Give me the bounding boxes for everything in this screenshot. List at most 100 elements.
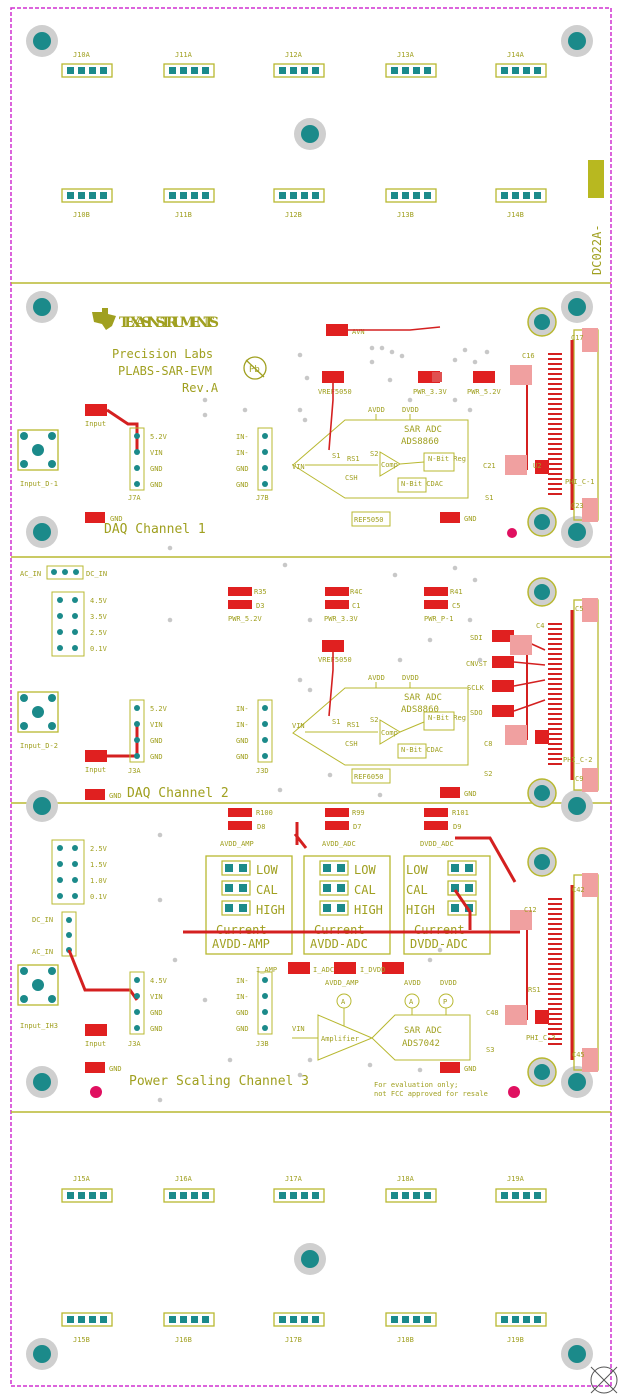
svg-text:AVDD_AMP: AVDD_AMP: [325, 979, 359, 987]
j7b-pin: IN-: [236, 449, 249, 457]
j7b-label: J7B: [256, 494, 269, 502]
svg-text:A: A: [341, 998, 346, 1006]
pin-header: [385, 1312, 437, 1327]
svg-text:PHI_C-1: PHI_C-1: [565, 478, 595, 486]
group-label: AVDD-AMP: [212, 937, 270, 951]
svg-text:C4: C4: [536, 622, 544, 630]
svg-text:2.5V: 2.5V: [90, 845, 108, 853]
pin-header: [385, 1188, 437, 1203]
svg-text:S1: S1: [485, 494, 493, 502]
input-label: Input: [85, 420, 106, 428]
svg-text:AC_IN: AC_IN: [32, 948, 53, 956]
svg-text:C8: C8: [484, 740, 492, 748]
svg-text:4.5V: 4.5V: [90, 597, 108, 605]
j7b-pin: IN-: [236, 433, 249, 441]
svg-text:GND: GND: [236, 1009, 249, 1017]
j7b-header: [257, 427, 273, 491]
channel3-title: Power Scaling Channel 3: [129, 1074, 309, 1089]
svg-text:VIN: VIN: [292, 463, 305, 471]
svg-text:GND: GND: [150, 1009, 163, 1017]
edge-connector-1: [505, 328, 599, 522]
selector-label: HIGH: [406, 903, 435, 917]
svg-text:4.5V: 4.5V: [150, 977, 168, 985]
svg-text:GND: GND: [150, 1025, 163, 1033]
current-label: Current: [216, 923, 267, 937]
svg-text:AVDD_AMP: AVDD_AMP: [220, 840, 254, 848]
j7a-header: [129, 427, 145, 491]
svg-text:R99: R99: [352, 809, 365, 817]
adc-block-1: AVDD DVDD SAR ADC ADS8860 Comp N-Bit Reg…: [292, 406, 469, 499]
vref-label: VREF5050: [318, 388, 352, 396]
selector-label: LOW: [354, 863, 376, 877]
selector-label: HIGH: [354, 903, 383, 917]
j7b-pin: GND: [236, 481, 249, 489]
pb-free-icon: Pb: [243, 356, 267, 380]
gnd-pad: [85, 512, 105, 523]
svg-text:Input: Input: [85, 766, 106, 774]
svg-text:RS1: RS1: [347, 455, 360, 463]
svg-text:I_DVDD: I_DVDD: [360, 966, 385, 974]
svg-text:C5: C5: [575, 605, 583, 613]
svg-text:2.5V: 2.5V: [90, 629, 108, 637]
board-outline: [10, 7, 612, 1387]
svg-text:C48: C48: [486, 1009, 499, 1017]
pin-header: [273, 1188, 325, 1203]
svg-text:C1: C1: [352, 602, 360, 610]
svg-text:0.1V: 0.1V: [90, 645, 108, 653]
header-label: J12A: [285, 51, 303, 59]
group-label: DVDD-ADC: [410, 937, 468, 951]
input-pad: [85, 404, 107, 416]
svg-text:AVDD: AVDD: [368, 406, 385, 414]
brand-text: TEXAS INSTRUMENTS: [119, 315, 219, 331]
svg-text:R41: R41: [450, 588, 463, 596]
svg-text:PHI_C-2: PHI_C-2: [563, 756, 593, 764]
svg-text:P: P: [443, 998, 447, 1006]
svg-text:J3A: J3A: [128, 1040, 141, 1048]
avn-pad: [326, 324, 348, 336]
ref5050-label: REF5050: [354, 516, 384, 524]
svg-text:Input_IH3: Input_IH3: [20, 1022, 58, 1030]
pin-header: [163, 1188, 215, 1203]
svg-text:S2: S2: [370, 450, 378, 458]
via-cluster: [157, 345, 490, 1103]
header-label: J13B: [397, 211, 414, 219]
svg-text:N-Bit Reg: N-Bit Reg: [428, 714, 466, 722]
pin-header: [495, 63, 547, 78]
channel2-section: AC_IN DC_IN 4.5V 3.5V 2.5V 0.1V Input_D-…: [17, 565, 599, 801]
svg-text:R100: R100: [256, 809, 273, 817]
svg-text:D8: D8: [257, 823, 265, 831]
svg-text:IN-: IN-: [236, 993, 249, 1001]
board-rev: Rev.A: [182, 381, 219, 395]
svg-text:Pb: Pb: [249, 365, 260, 375]
svg-text:3.5V: 3.5V: [90, 613, 108, 621]
svg-text:CSH: CSH: [345, 740, 358, 748]
svg-text:GND: GND: [150, 753, 163, 761]
svg-text:S2: S2: [484, 770, 492, 778]
header-label: J17A: [285, 1175, 303, 1183]
svg-text:DC_IN: DC_IN: [32, 916, 53, 924]
pin-header: [61, 1188, 113, 1203]
svg-text:REF6050: REF6050: [354, 773, 384, 781]
svg-text:SCLK: SCLK: [467, 684, 485, 692]
pin-header: [273, 63, 325, 78]
selector-label: CAL: [354, 883, 376, 897]
svg-text:C21: C21: [483, 462, 496, 470]
svg-text:5.2V: 5.2V: [150, 705, 168, 713]
header-label: J10B: [73, 211, 90, 219]
svg-text:RS1: RS1: [347, 721, 360, 729]
svg-text:Input: Input: [85, 1040, 106, 1048]
svg-text:GND: GND: [109, 792, 122, 800]
header-label: J15B: [73, 1336, 90, 1344]
svg-text:C17: C17: [571, 334, 584, 342]
svg-text:R101: R101: [452, 809, 469, 817]
svg-text:S3: S3: [486, 1046, 494, 1054]
svg-text:J3A: J3A: [128, 767, 141, 775]
svg-text:D7: D7: [353, 823, 361, 831]
svg-text:AVDD: AVDD: [404, 979, 421, 987]
board-id: DC022A-: [590, 224, 604, 275]
svg-text:VIN: VIN: [150, 721, 163, 729]
svg-text:C9: C9: [575, 775, 583, 783]
svg-text:ADS8860: ADS8860: [401, 705, 439, 715]
